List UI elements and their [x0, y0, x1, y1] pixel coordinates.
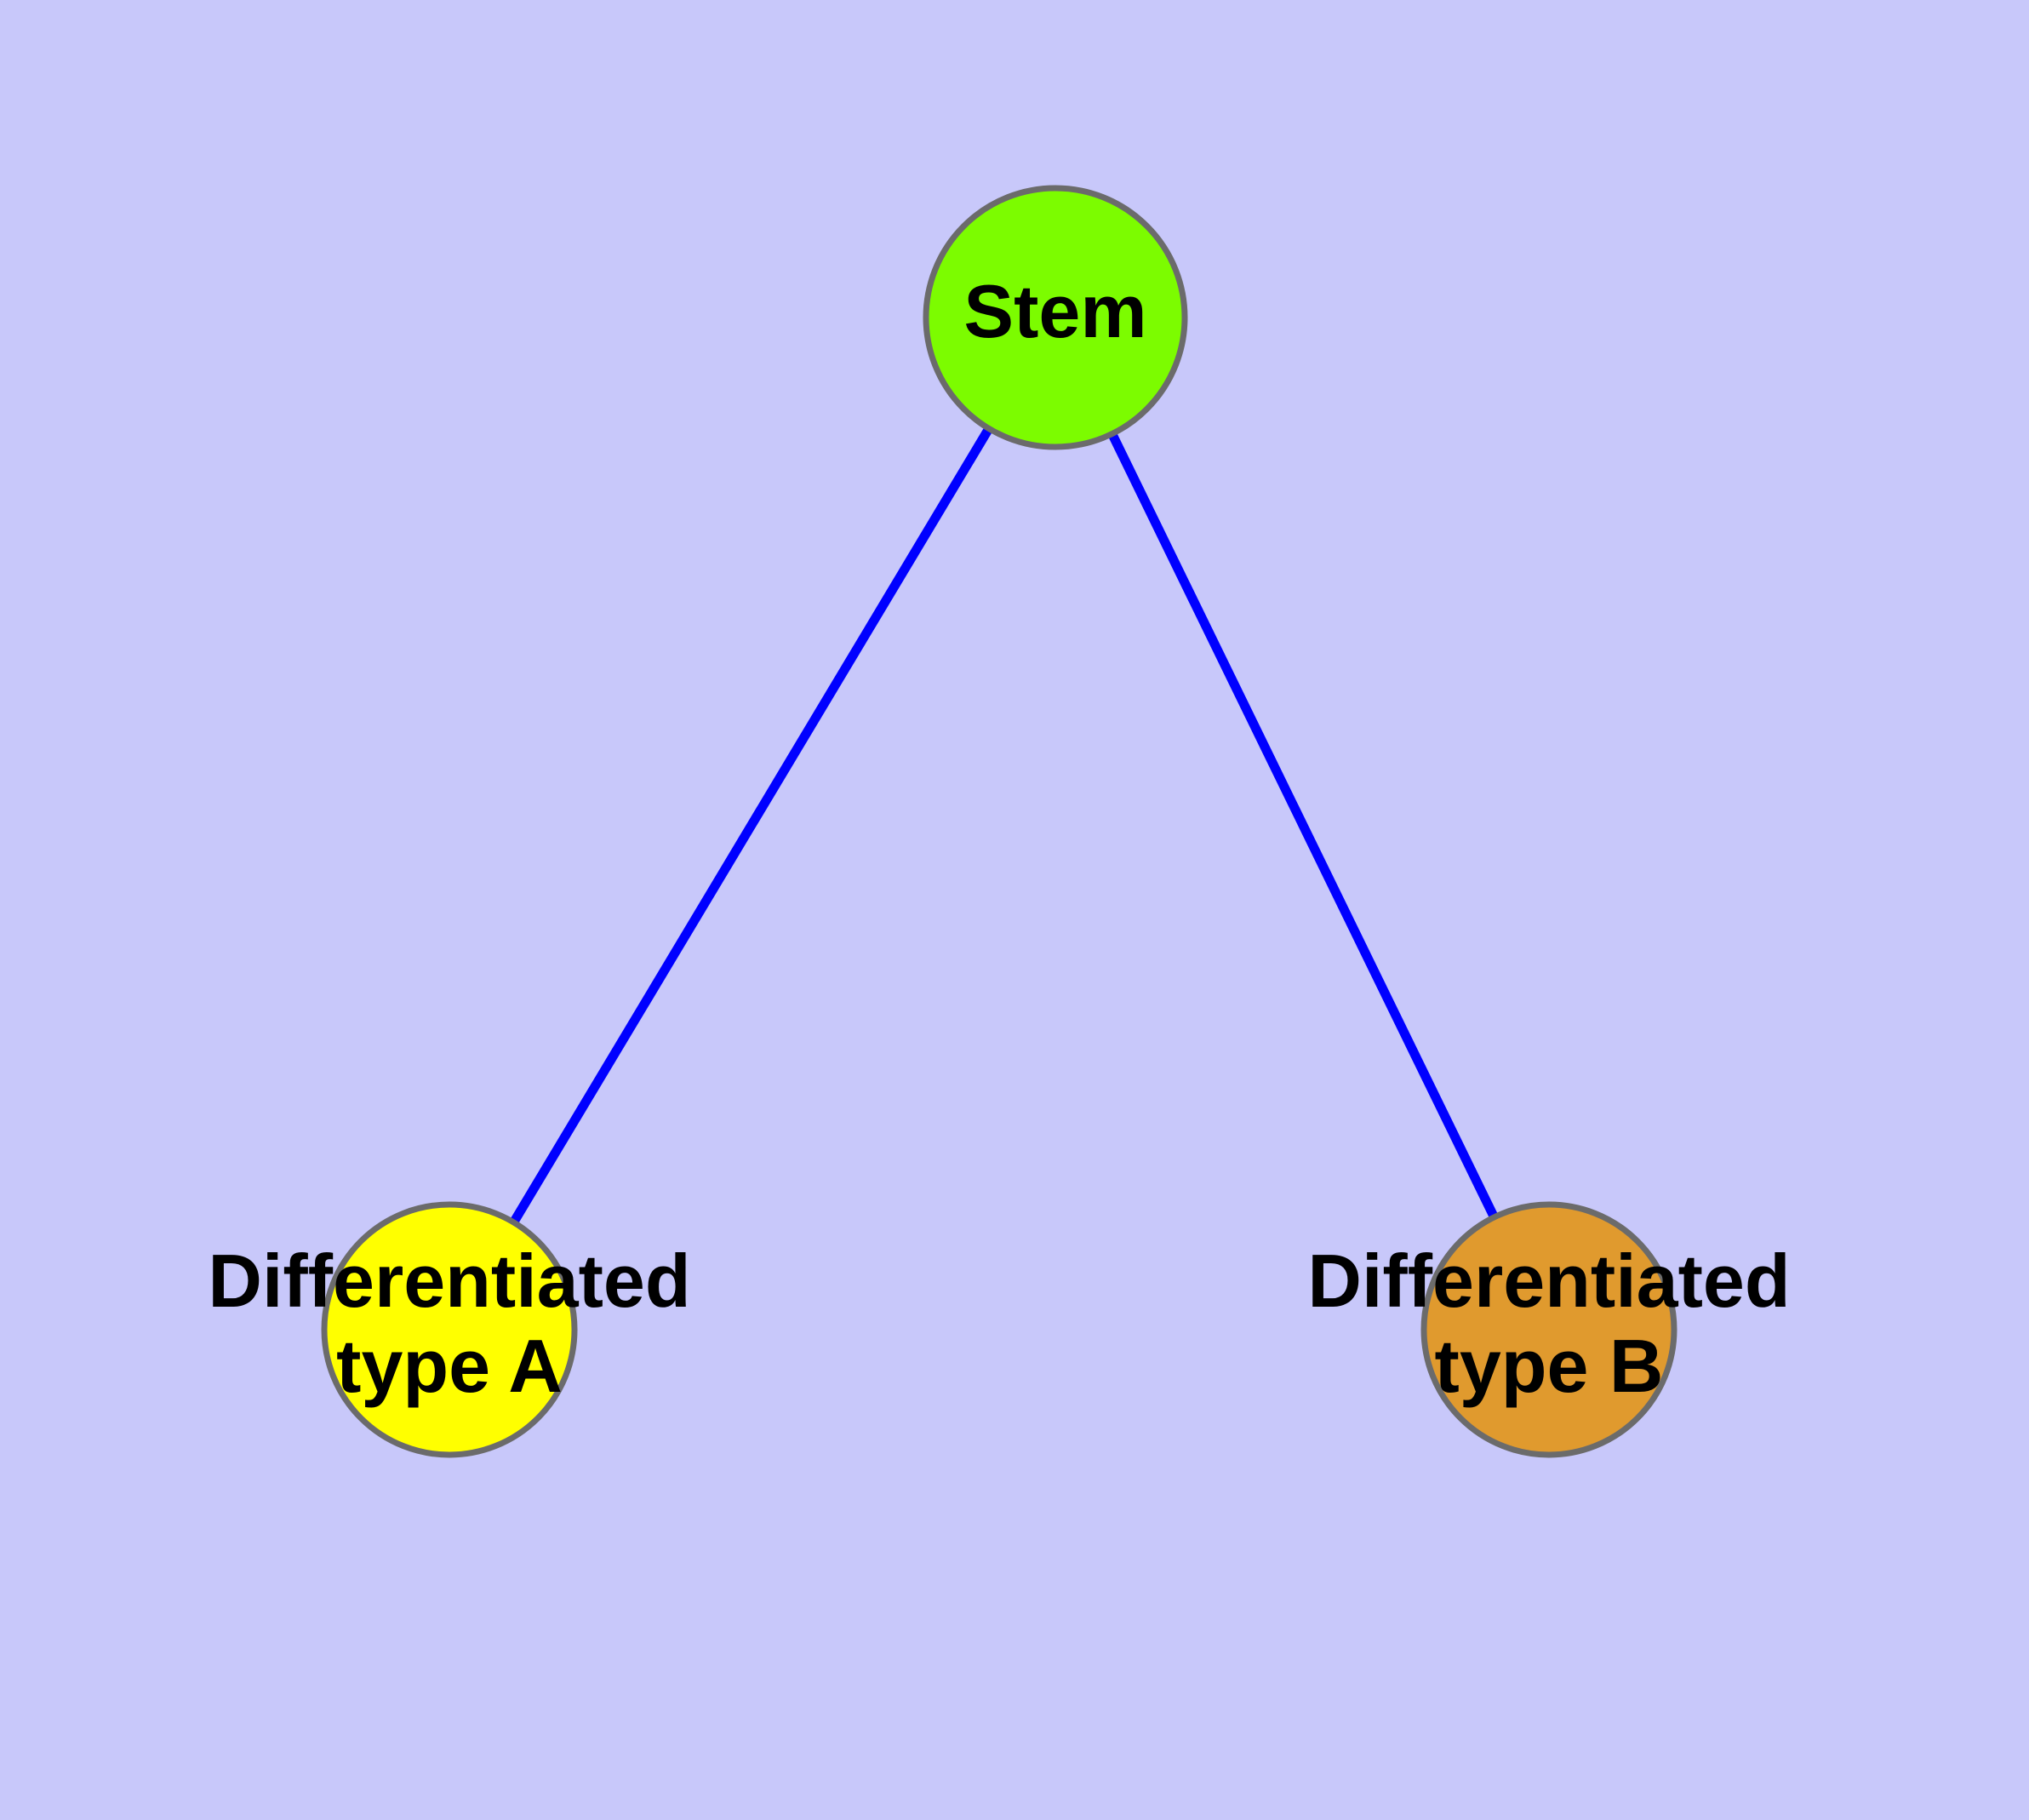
- node-stem[interactable]: [923, 185, 1188, 450]
- node-differentiated-type-a[interactable]: [321, 1201, 578, 1458]
- edge-stem-to-differentiated-type-a[interactable]: [506, 421, 996, 1229]
- edges-group: [506, 421, 1501, 1229]
- edge-stem-to-differentiated-type-b[interactable]: [1106, 426, 1501, 1224]
- node-differentiated-type-b[interactable]: [1420, 1201, 1677, 1458]
- node-label-stem: Stem: [963, 269, 1146, 353]
- nodes-group: [321, 185, 1677, 1458]
